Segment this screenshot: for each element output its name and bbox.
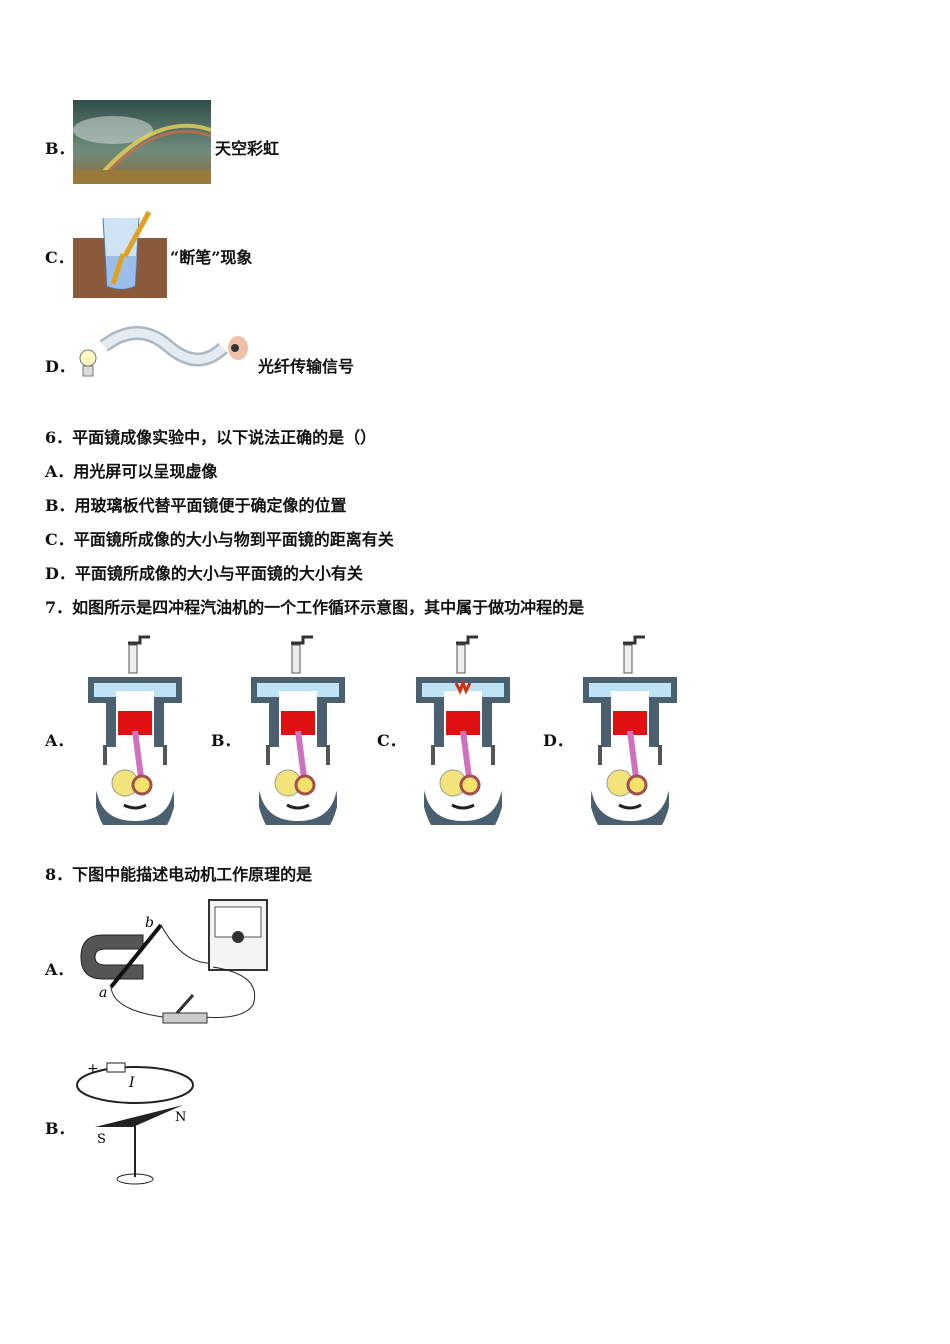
question-7-label-d: D． xyxy=(543,731,573,750)
question-8-stem: 8．下图中能描述电动机工作原理的是 xyxy=(45,865,313,884)
option-text-broken-pencil: “断笔”现象 xyxy=(170,248,253,267)
question-6-option-d: D．平面镜所成像的大小与平面镜的大小有关 xyxy=(45,564,363,583)
question-6-stem: 6．平面镜成像实验中，以下说法正确的是（） xyxy=(45,428,377,447)
optical-fiber-figure xyxy=(78,320,254,382)
option-label-c: C． xyxy=(45,248,74,267)
north-label: N xyxy=(175,1110,186,1125)
question-7-label-c: C． xyxy=(377,731,406,750)
label-a: a xyxy=(99,985,107,1001)
label-b: b xyxy=(145,915,154,931)
question-7-label-b: B． xyxy=(211,731,241,750)
question-8-label-a: A． xyxy=(45,960,74,979)
rainbow-photo xyxy=(73,100,211,184)
question-6-option-c: C．平面镜所成像的大小与物到平面镜的距离有关 xyxy=(45,530,394,549)
plus-sign: + xyxy=(87,1061,99,1077)
option-label-b: B． xyxy=(45,139,75,158)
current-label: I xyxy=(128,1075,135,1091)
question-8-label-b: B． xyxy=(45,1119,75,1138)
option-label-d: D． xyxy=(45,357,75,376)
question-6-option-b: B．用玻璃板代替平面镜便于确定像的位置 xyxy=(45,496,347,515)
option-text-optical-fiber: 光纤传输信号 xyxy=(258,357,355,376)
current-loop-compass-figure: + I N S xyxy=(73,1055,199,1191)
question-7-stem: 7．如图所示是四冲程汽油机的一个工作循环示意图，其中属于做功冲程的是 xyxy=(45,598,585,617)
engine-diagram-a xyxy=(80,635,190,825)
magnet-conductor-galvanometer-figure: b a xyxy=(73,895,273,1030)
south-label: S xyxy=(97,1132,106,1147)
question-7-label-a: A． xyxy=(45,731,74,750)
question-6-option-a: A．用光屏可以呈现虚像 xyxy=(45,462,218,481)
engine-diagram-d xyxy=(575,635,685,825)
engine-diagram-b xyxy=(243,635,353,825)
pencil-in-water-figure xyxy=(73,208,167,298)
engine-diagram-c xyxy=(408,635,518,825)
option-text-rainbow: 天空彩虹 xyxy=(215,139,280,158)
